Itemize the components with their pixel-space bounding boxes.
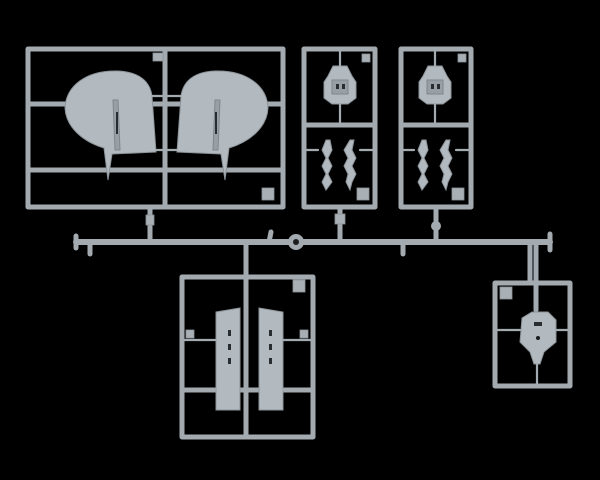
bulkhead-part — [493, 311, 572, 388]
frame-number-tab — [261, 187, 275, 201]
frame-lower-right — [492, 239, 573, 389]
rib-parts-middle — [302, 139, 377, 192]
cowl-part-right — [418, 47, 452, 127]
rib-parts-right — [399, 139, 473, 192]
main-runner — [73, 229, 553, 257]
panel-part-left — [180, 307, 241, 411]
wing-part-right — [163, 70, 269, 181]
frame-tab — [152, 52, 164, 62]
panel-part-right — [258, 307, 315, 411]
frame-number-tab — [292, 279, 306, 293]
wing-part-left — [64, 70, 167, 181]
cowl-part-middle — [323, 47, 357, 127]
